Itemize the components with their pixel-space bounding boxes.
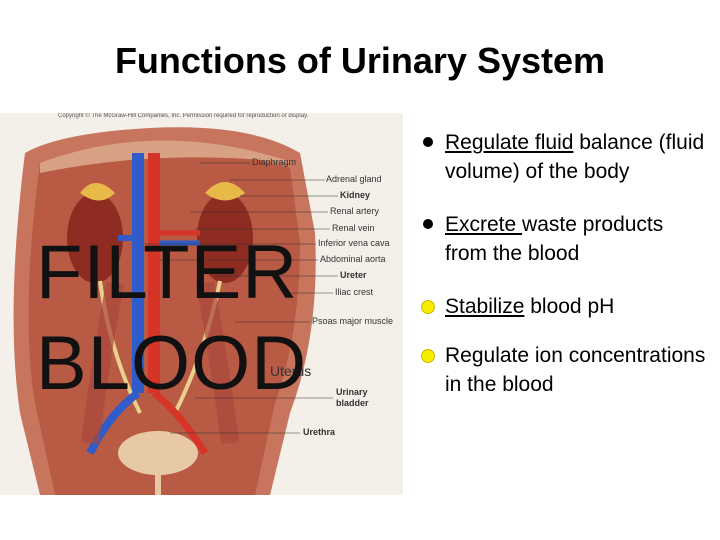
- bullet-marker: [423, 219, 433, 229]
- bullet-keyword: Regulate fluid: [445, 131, 574, 154]
- bullet-keyword: Excrete: [445, 213, 523, 236]
- bullet-keyword: Stabilize: [445, 295, 525, 318]
- label-abdominal-aorta: Abdominal aorta: [320, 254, 386, 264]
- label-ureter: Ureter: [340, 270, 367, 280]
- bullet-marker: [423, 137, 433, 147]
- bullet-text: Regulate ion concentrations in the blood: [445, 344, 706, 396]
- label-adrenal-gland: Adrenal gland: [326, 174, 382, 184]
- label-diaphragm: Diaphragm: [252, 157, 297, 167]
- label-inferior-vena-cava: Inferior vena cava: [318, 238, 390, 248]
- label-psoas-major-muscle: Psoas major muscle: [312, 316, 394, 326]
- urinary-system-illustration: Copyright © The McGraw-Hill Companies, I…: [0, 113, 403, 495]
- label-renal-artery: Renal artery: [330, 206, 380, 216]
- list-item: Excrete waste products from the blood: [420, 210, 710, 268]
- list-item: Regulate fluid balance (fluid volume) of…: [420, 128, 710, 186]
- bullet-text: waste products from the blood: [445, 213, 664, 265]
- slide-title: Functions of Urinary System: [114, 40, 606, 81]
- label-uterus: Uterus: [270, 363, 312, 379]
- label-urinary-bladder: Urinary bladder: [336, 387, 369, 408]
- label-kidney: Kidney: [340, 190, 371, 200]
- overlay-text-line-2: BLOOD: [36, 321, 308, 406]
- label-renal-vein: Renal vein: [332, 223, 375, 233]
- copyright-notice: Copyright © The McGraw-Hill Companies, I…: [58, 113, 309, 119]
- overlay-text-line-1: FILTER: [36, 230, 299, 315]
- list-item: Stabilize blood pH: [420, 292, 710, 321]
- anatomy-drawing: [0, 113, 403, 495]
- function-bullet-list: Regulate fluid balance (fluid volume) of…: [420, 128, 710, 423]
- list-item: Regulate ion concentrations in the blood: [420, 341, 710, 399]
- bullet-marker: [421, 349, 435, 363]
- bullet-text: balance (fluid volume) of the body: [445, 131, 705, 183]
- label-iliac-crest: Iliac crest: [335, 287, 374, 297]
- label-urethra: Urethra: [303, 427, 336, 437]
- bullet-text: blood pH: [524, 295, 615, 318]
- bullet-marker: [421, 300, 435, 314]
